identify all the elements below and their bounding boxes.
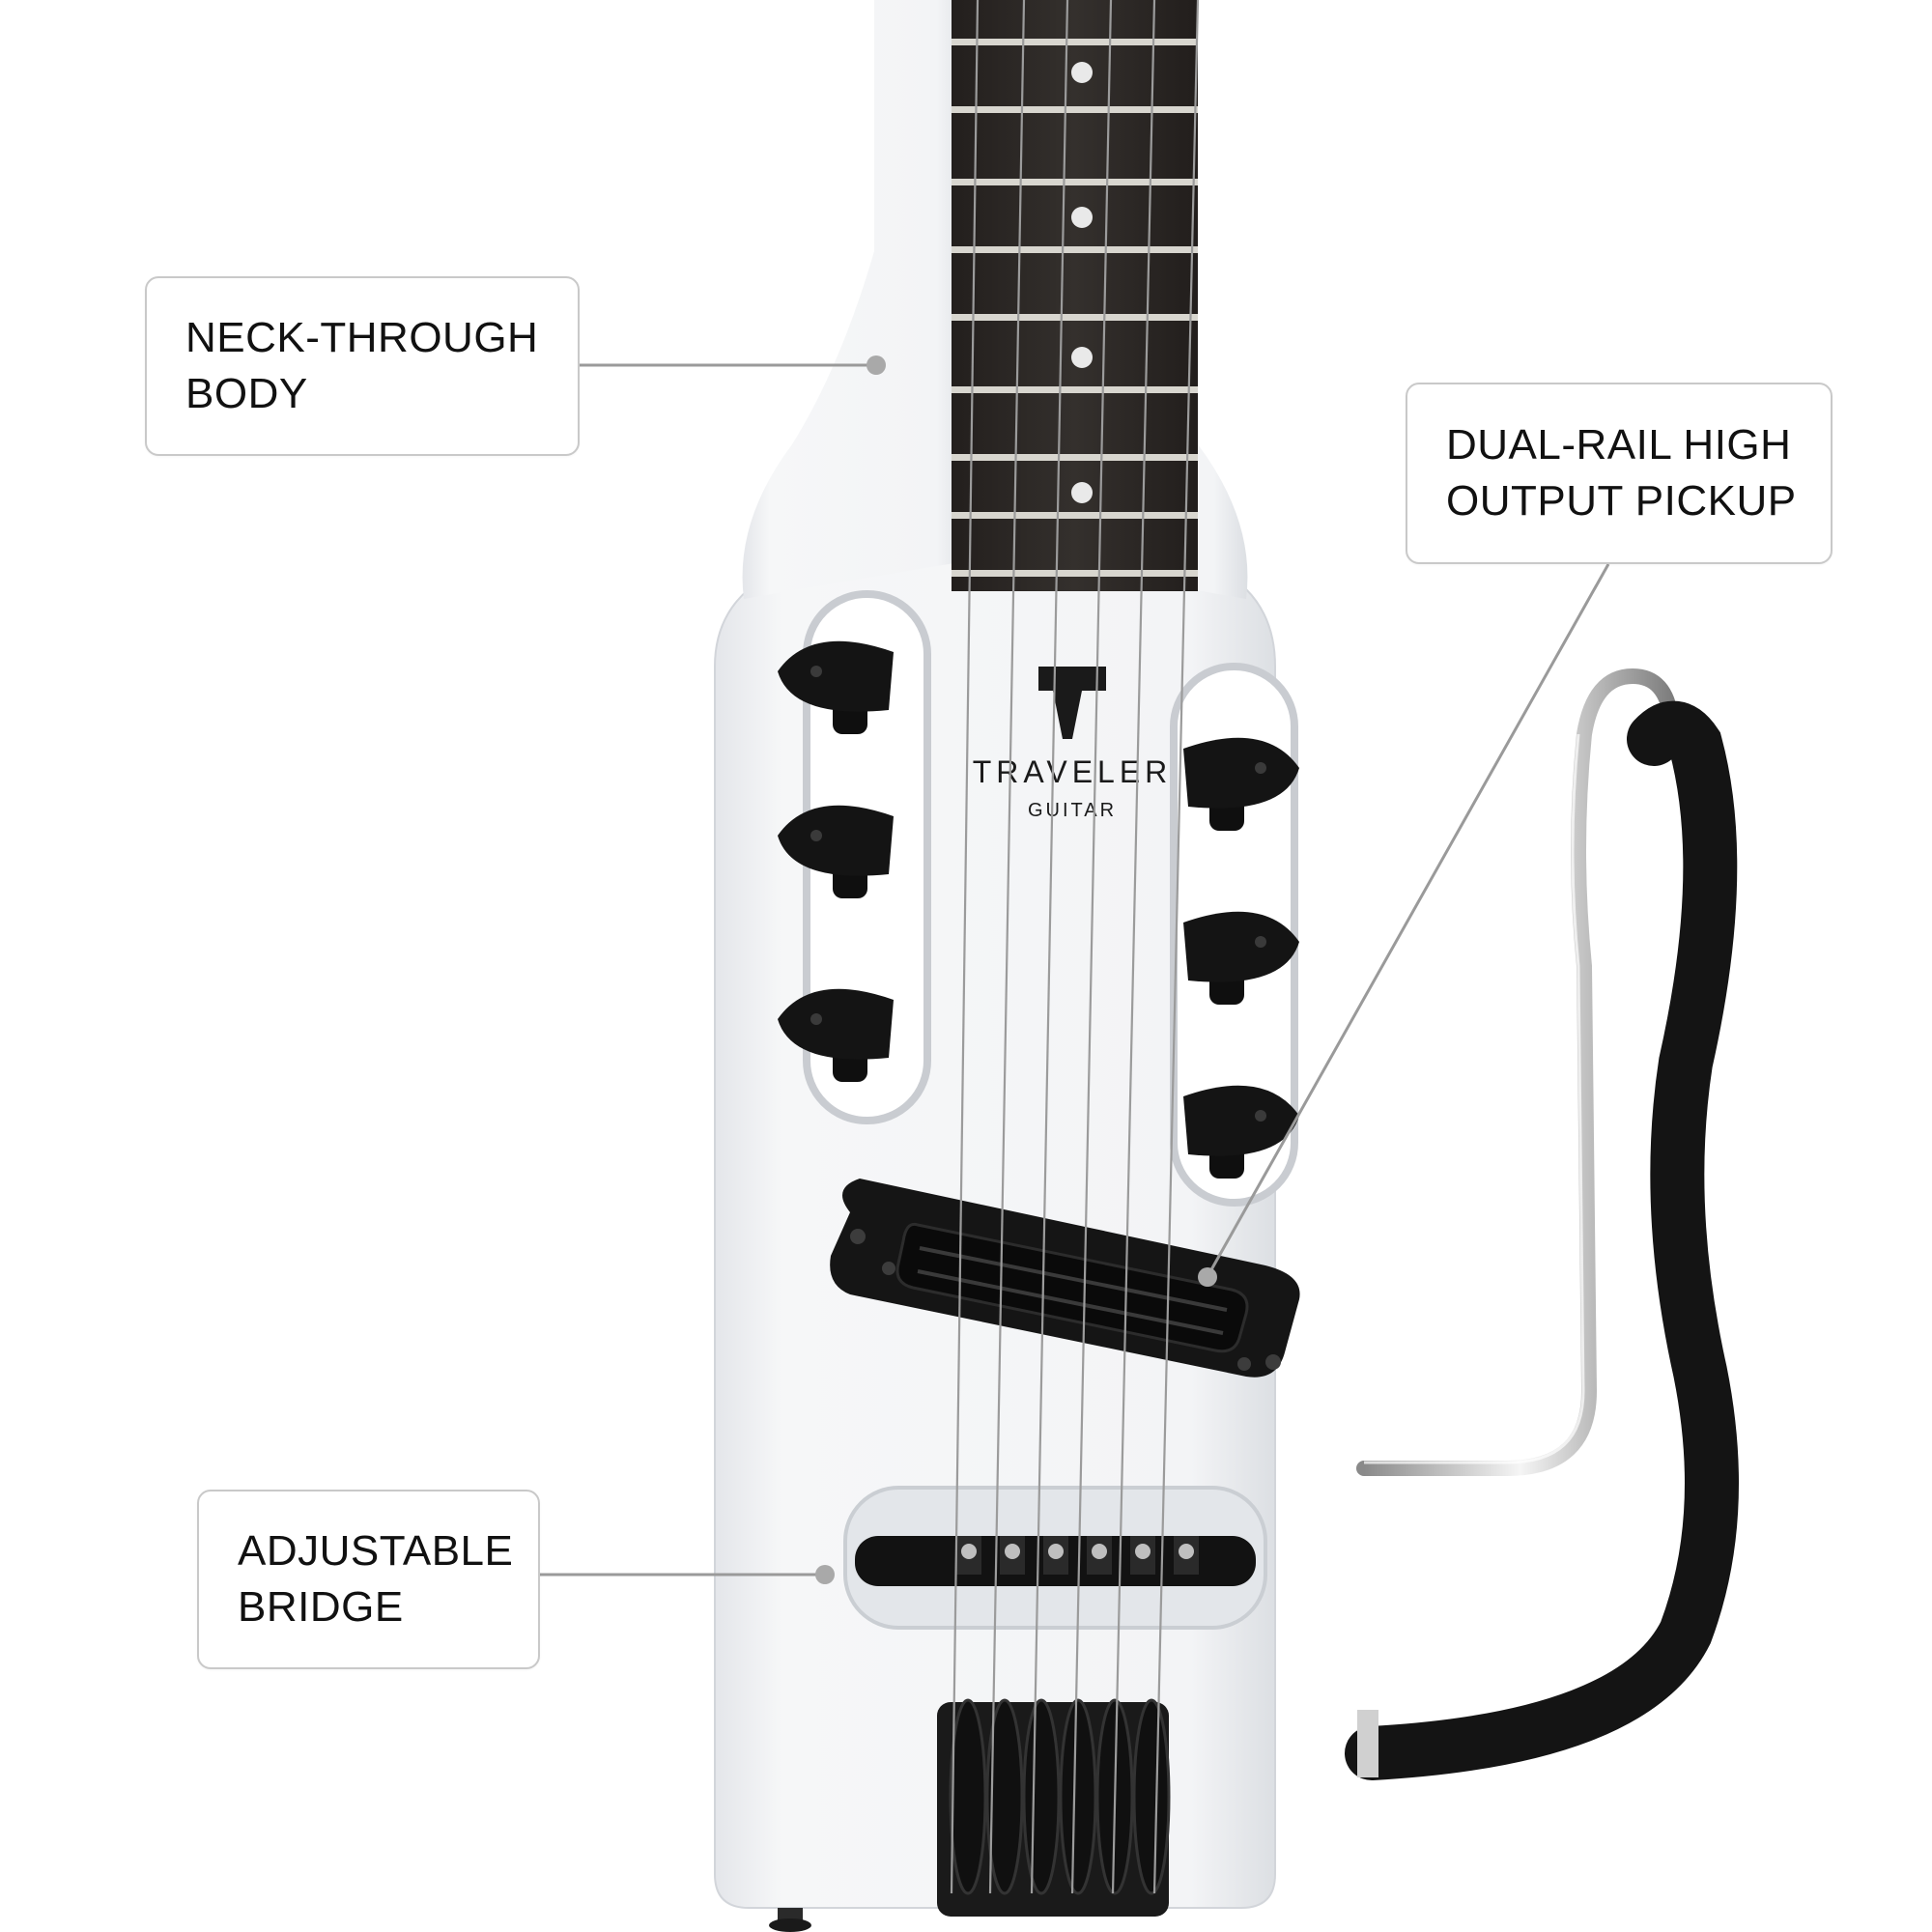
leader-bridge-dot [815,1565,835,1584]
strings [950,0,1200,1894]
callout-neck-line1: NECK-THROUGH [185,314,539,361]
inlay-dot [1071,207,1093,228]
fret [952,314,1198,321]
saddle-screw [1048,1544,1064,1559]
tensioner-knob [1059,1698,1097,1895]
callout-neck-through-body: NECK-THROUGH BODY [145,276,580,456]
bridge-saddles [956,1536,1199,1575]
saddle-screw [1092,1544,1107,1559]
callout-dual-rail-pickup: DUAL-RAIL HIGH OUTPUT PICKUP [1406,383,1833,564]
callout-bridge-line2: BRIDGE [238,1583,404,1631]
logo-sub: GUITAR [1028,800,1117,821]
string [950,0,980,1894]
leader-pickup [1208,563,1610,1274]
string-tensioners [937,1698,1171,1917]
strap-button [769,1908,811,1932]
logo-brand: TRAVELER [973,754,1173,789]
saddle-screw [961,1544,977,1559]
tensioner-knob [949,1698,987,1895]
fret [952,106,1198,113]
tensioner-knob [1132,1698,1171,1895]
string [1070,0,1113,1894]
fret [952,386,1198,393]
bridge [843,1486,1267,1630]
callout-pickup-line2: OUTPUT PICKUP [1446,477,1797,525]
leader-pickup-dot [1198,1267,1217,1287]
callout-bridge-line1: ADJUSTABLE [238,1527,514,1575]
tensioner-knob [985,1698,1024,1895]
saddle-screw [1135,1544,1151,1559]
saddle-screw [1005,1544,1020,1559]
tuning-peg [778,988,894,1082]
string [1152,0,1200,1894]
tuning-peg [1183,911,1299,1005]
string [988,0,1026,1894]
string [1030,0,1069,1894]
leg-rest [1345,668,1739,1780]
tensioner-knob [1022,1698,1061,1895]
callout-leaders [540,355,1610,1584]
string [1111,0,1156,1894]
leg-rest-mount [1357,1710,1378,1777]
tuning-peg [1183,1085,1299,1179]
chrome-rod-highlight [1364,733,1585,1464]
inlay-dot [1071,482,1093,503]
callout-pickup-line1: DUAL-RAIL HIGH [1446,421,1792,469]
leader-neck-dot [867,355,886,375]
fret [952,179,1198,185]
fret [952,39,1198,45]
inlay-dot [1071,62,1093,83]
pickup [830,1179,1300,1378]
callout-adjustable-bridge: ADJUSTABLE BRIDGE [197,1490,540,1669]
tuning-pegs [778,640,1299,1179]
fret-inlays [1071,62,1093,503]
chrome-rod [1356,668,1684,1476]
inlay-dot [1071,347,1093,368]
fret [952,246,1198,253]
saddle-screw [1179,1544,1194,1559]
tuning-peg [778,640,894,734]
fret [952,570,1198,577]
fret [952,454,1198,461]
tuning-peg [778,805,894,898]
callout-neck-line2: BODY [185,370,308,417]
foam-grip [1345,700,1739,1780]
fretboard [952,0,1198,591]
fret [952,512,1198,519]
frets [952,39,1198,577]
tuning-peg [1183,737,1299,831]
